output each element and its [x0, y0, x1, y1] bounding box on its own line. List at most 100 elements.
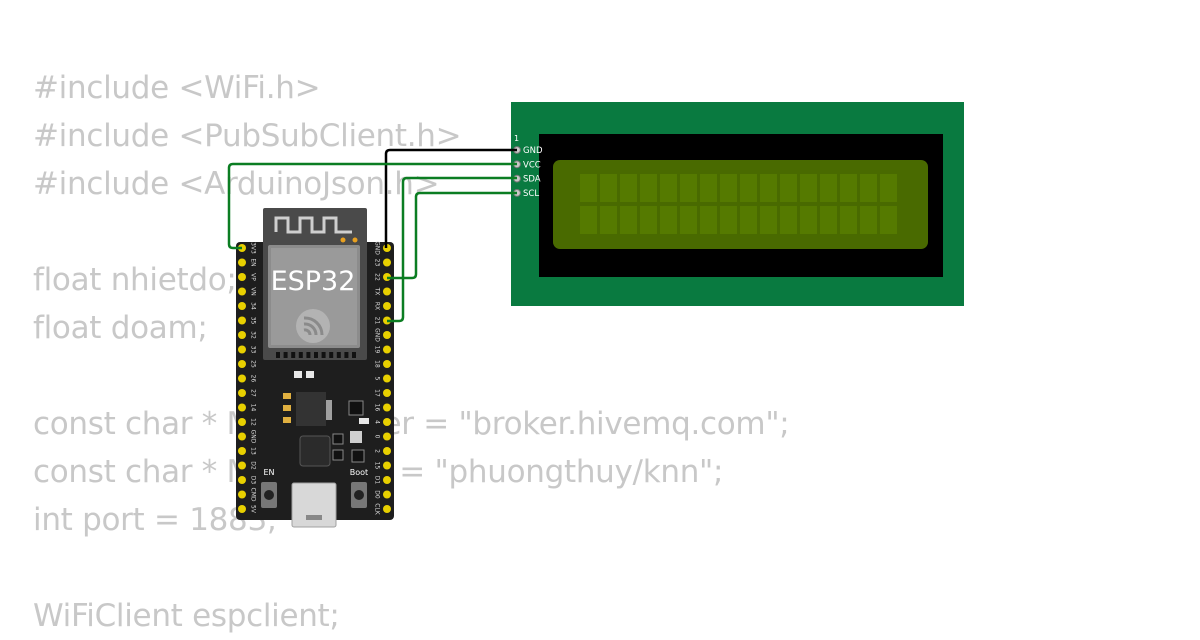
chip-pad [329, 352, 334, 358]
chip-pad [344, 352, 349, 358]
esp32-pin-label: 21 [374, 317, 381, 325]
lcd-char-cell [840, 206, 857, 234]
lcd-char-cell [800, 174, 817, 202]
wire-scl[interactable] [387, 191, 517, 280]
chip-pad [306, 352, 311, 358]
esp32-pin[interactable] [238, 374, 246, 383]
esp32-pin[interactable] [383, 447, 391, 455]
esp32-pin[interactable] [238, 345, 246, 354]
esp32-pin[interactable] [383, 389, 391, 397]
transistor [348, 400, 364, 416]
esp32-pin[interactable] [383, 287, 391, 296]
esp32-pin-label: GND [374, 241, 381, 255]
espressif-logo-icon [296, 309, 330, 343]
lcd-char-cell [720, 174, 737, 202]
lcd-char-cell [640, 206, 657, 234]
chip-pad [314, 352, 318, 358]
wire-gnd[interactable] [384, 148, 517, 248]
esp32-pin[interactable] [238, 360, 246, 368]
lcd-char-cell [760, 174, 777, 202]
resistor [306, 371, 314, 378]
esp32-pin-label: 25 [250, 360, 257, 368]
esp32-pin[interactable] [383, 490, 391, 499]
esp32-pin[interactable] [383, 331, 391, 339]
esp32-pin-label: 2 [374, 449, 381, 453]
antenna-led-icon [340, 237, 346, 243]
esp32-pin[interactable] [238, 287, 246, 296]
esp32-pin-label: RX [374, 302, 381, 310]
lcd-pin-label: SCL [523, 189, 539, 199]
esp32-pin[interactable] [383, 360, 391, 368]
usb-uart-chip [299, 435, 331, 467]
esp32-pin-label: CLK [374, 503, 381, 516]
esp32-pin[interactable] [383, 432, 391, 441]
esp32-pin[interactable] [383, 302, 391, 310]
esp32-pin[interactable] [383, 461, 391, 470]
esp32-pin-label: VP [250, 273, 257, 281]
esp32-pin[interactable] [238, 418, 246, 426]
lcd-screen [553, 160, 928, 249]
chip-pad [336, 352, 341, 358]
chip-pads [276, 352, 356, 358]
esp32-pin-label: 3V3 [250, 242, 257, 254]
esp32-pin-label: 5V [250, 505, 257, 514]
esp32-pin[interactable] [238, 273, 246, 281]
esp32-pin[interactable] [238, 432, 246, 441]
code-line: float nhietdo; [33, 262, 237, 298]
esp32-pin[interactable] [238, 505, 246, 513]
esp32-pin-label: GND [374, 328, 381, 342]
esp32-pin-label: GND [250, 430, 257, 444]
esp32-pin-label: 27 [250, 389, 257, 397]
lcd-char-cell [680, 206, 697, 234]
esp32-pin[interactable] [238, 476, 246, 484]
lcd-char-cell [880, 174, 897, 202]
lcd-char-cell [620, 206, 637, 234]
esp32-pin[interactable] [383, 258, 391, 267]
esp32-pin[interactable] [383, 374, 391, 383]
wire-sda[interactable] [387, 176, 517, 323]
esp32-pin[interactable] [238, 403, 246, 412]
lcd-char-cell [600, 206, 617, 234]
esp32-pin[interactable] [383, 345, 391, 354]
code-line: #include <WiFi.h> [33, 70, 321, 106]
lcd-pin-label: VCC [523, 160, 541, 170]
capacitor [283, 417, 291, 423]
lcd-char-cell [640, 174, 657, 202]
esp32-pin[interactable] [383, 505, 391, 513]
esp32-pin-label: VN [250, 287, 257, 296]
esp32-pin-label: 15 [374, 462, 381, 470]
lcd-char-cell [620, 174, 637, 202]
esp32-pin[interactable] [383, 476, 391, 484]
esp32-pin[interactable] [238, 461, 246, 470]
esp32-pin[interactable] [238, 447, 246, 455]
lcd-char-cell [820, 206, 837, 234]
esp32-pin[interactable] [383, 418, 391, 426]
pin-header-small [350, 431, 362, 443]
lcd-pin-label: GND [523, 146, 543, 156]
esp32-pin[interactable] [238, 490, 246, 499]
lcd-char-cell [580, 174, 597, 202]
wire-vcc[interactable] [227, 162, 517, 250]
left-pin-header: 3V3ENVPVN343532332526271412GND13D2D3CMD5… [238, 242, 257, 514]
esp32-pin[interactable] [238, 389, 246, 397]
esp32-pin[interactable] [238, 316, 246, 325]
transistor [351, 449, 365, 463]
chip-pad [283, 352, 288, 358]
esp32-pin-label: 0 [374, 435, 381, 439]
esp32-pin[interactable] [383, 403, 391, 412]
esp32-pin-label: D3 [250, 476, 257, 485]
esp32-pin-label: 34 [250, 302, 257, 310]
lcd-char-cell [740, 174, 757, 202]
esp32-pin-label: 35 [250, 317, 257, 325]
lcd-char-cell [700, 206, 717, 234]
esp32-pin-label: TX [374, 287, 381, 296]
esp32-pin-label: 12 [250, 418, 257, 426]
esp32-pin-label: D2 [250, 461, 257, 470]
lcd-char-cell [820, 174, 837, 202]
esp32-pin[interactable] [238, 331, 246, 339]
lcd-char-cell [860, 174, 877, 202]
esp32-pin[interactable] [238, 258, 246, 267]
esp32-pin[interactable] [238, 302, 246, 310]
